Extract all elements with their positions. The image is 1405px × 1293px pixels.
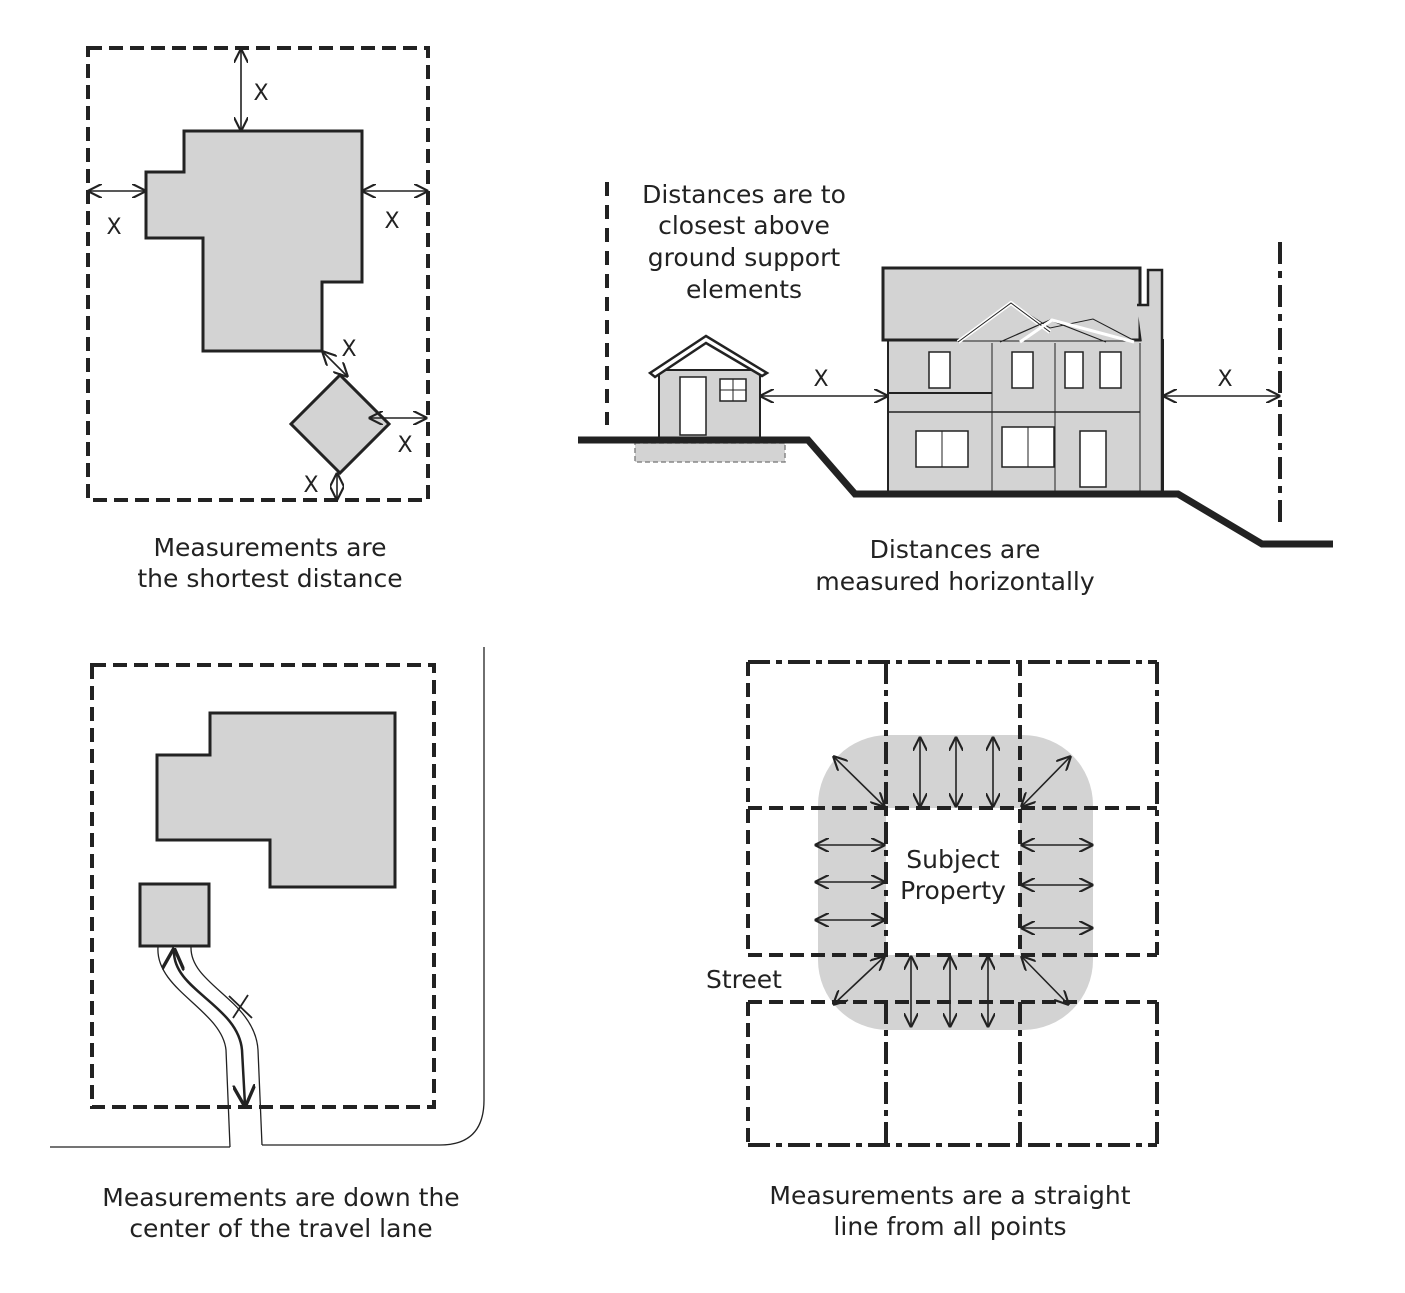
x-label: X: [384, 209, 399, 234]
ground-line: [578, 436, 1333, 548]
distance-arrows: [816, 738, 1092, 1026]
note-line: ground support: [648, 243, 841, 272]
caption-line: Measurements are down the: [102, 1183, 459, 1212]
caption-line: line from all points: [833, 1212, 1066, 1241]
driveway-edge: [157, 946, 231, 1148]
x-label: X: [106, 215, 121, 240]
building: [144, 129, 364, 353]
house: [881, 266, 1164, 495]
panel-shortest-distance: X X X X X X Measurements are the shortes…: [86, 46, 430, 593]
x-label: X: [1217, 367, 1232, 392]
accessory-building: [138, 882, 211, 948]
subject-label: Subject: [906, 845, 1000, 874]
street-edge: [262, 647, 485, 1146]
subject-label: Property: [900, 876, 1006, 905]
travel-lane-arrow: [174, 950, 245, 1105]
note-line: closest above: [658, 211, 830, 240]
lot-boundary: [86, 46, 430, 502]
x-label: X: [303, 473, 318, 498]
x-mark: [228, 994, 253, 1019]
panel-travel-lane: Measurements are down the center of the …: [50, 647, 485, 1243]
caption-line: Measurements are a straight: [769, 1181, 1130, 1210]
driveway-edge: [190, 946, 263, 1146]
accessory-building: [288, 372, 392, 476]
parcel-grid: [746, 660, 1159, 1147]
building: [155, 711, 397, 889]
caption-line: center of the travel lane: [129, 1214, 432, 1243]
caption-line: the shortest distance: [137, 564, 402, 593]
shed: [647, 334, 770, 439]
x-label: X: [253, 81, 268, 106]
street-label: Street: [706, 965, 782, 994]
lot-boundary: [90, 663, 436, 1109]
caption-line: measured horizontally: [815, 567, 1094, 596]
x-label: X: [341, 337, 356, 362]
caption-line: Distances are: [870, 535, 1041, 564]
note-line: Distances are to: [642, 180, 846, 209]
shed-foundation: [634, 442, 786, 463]
panel-horizontal: Distances are to closest above ground su…: [578, 180, 1333, 596]
x-label: X: [813, 367, 828, 392]
caption-line: Measurements are: [153, 533, 386, 562]
x-label: X: [397, 433, 412, 458]
subject-property: [886, 808, 1020, 955]
note-line: elements: [686, 275, 802, 304]
panel-straight-line: Subject Property Street Measurements are…: [706, 660, 1159, 1241]
distance-arrow: [323, 352, 347, 376]
